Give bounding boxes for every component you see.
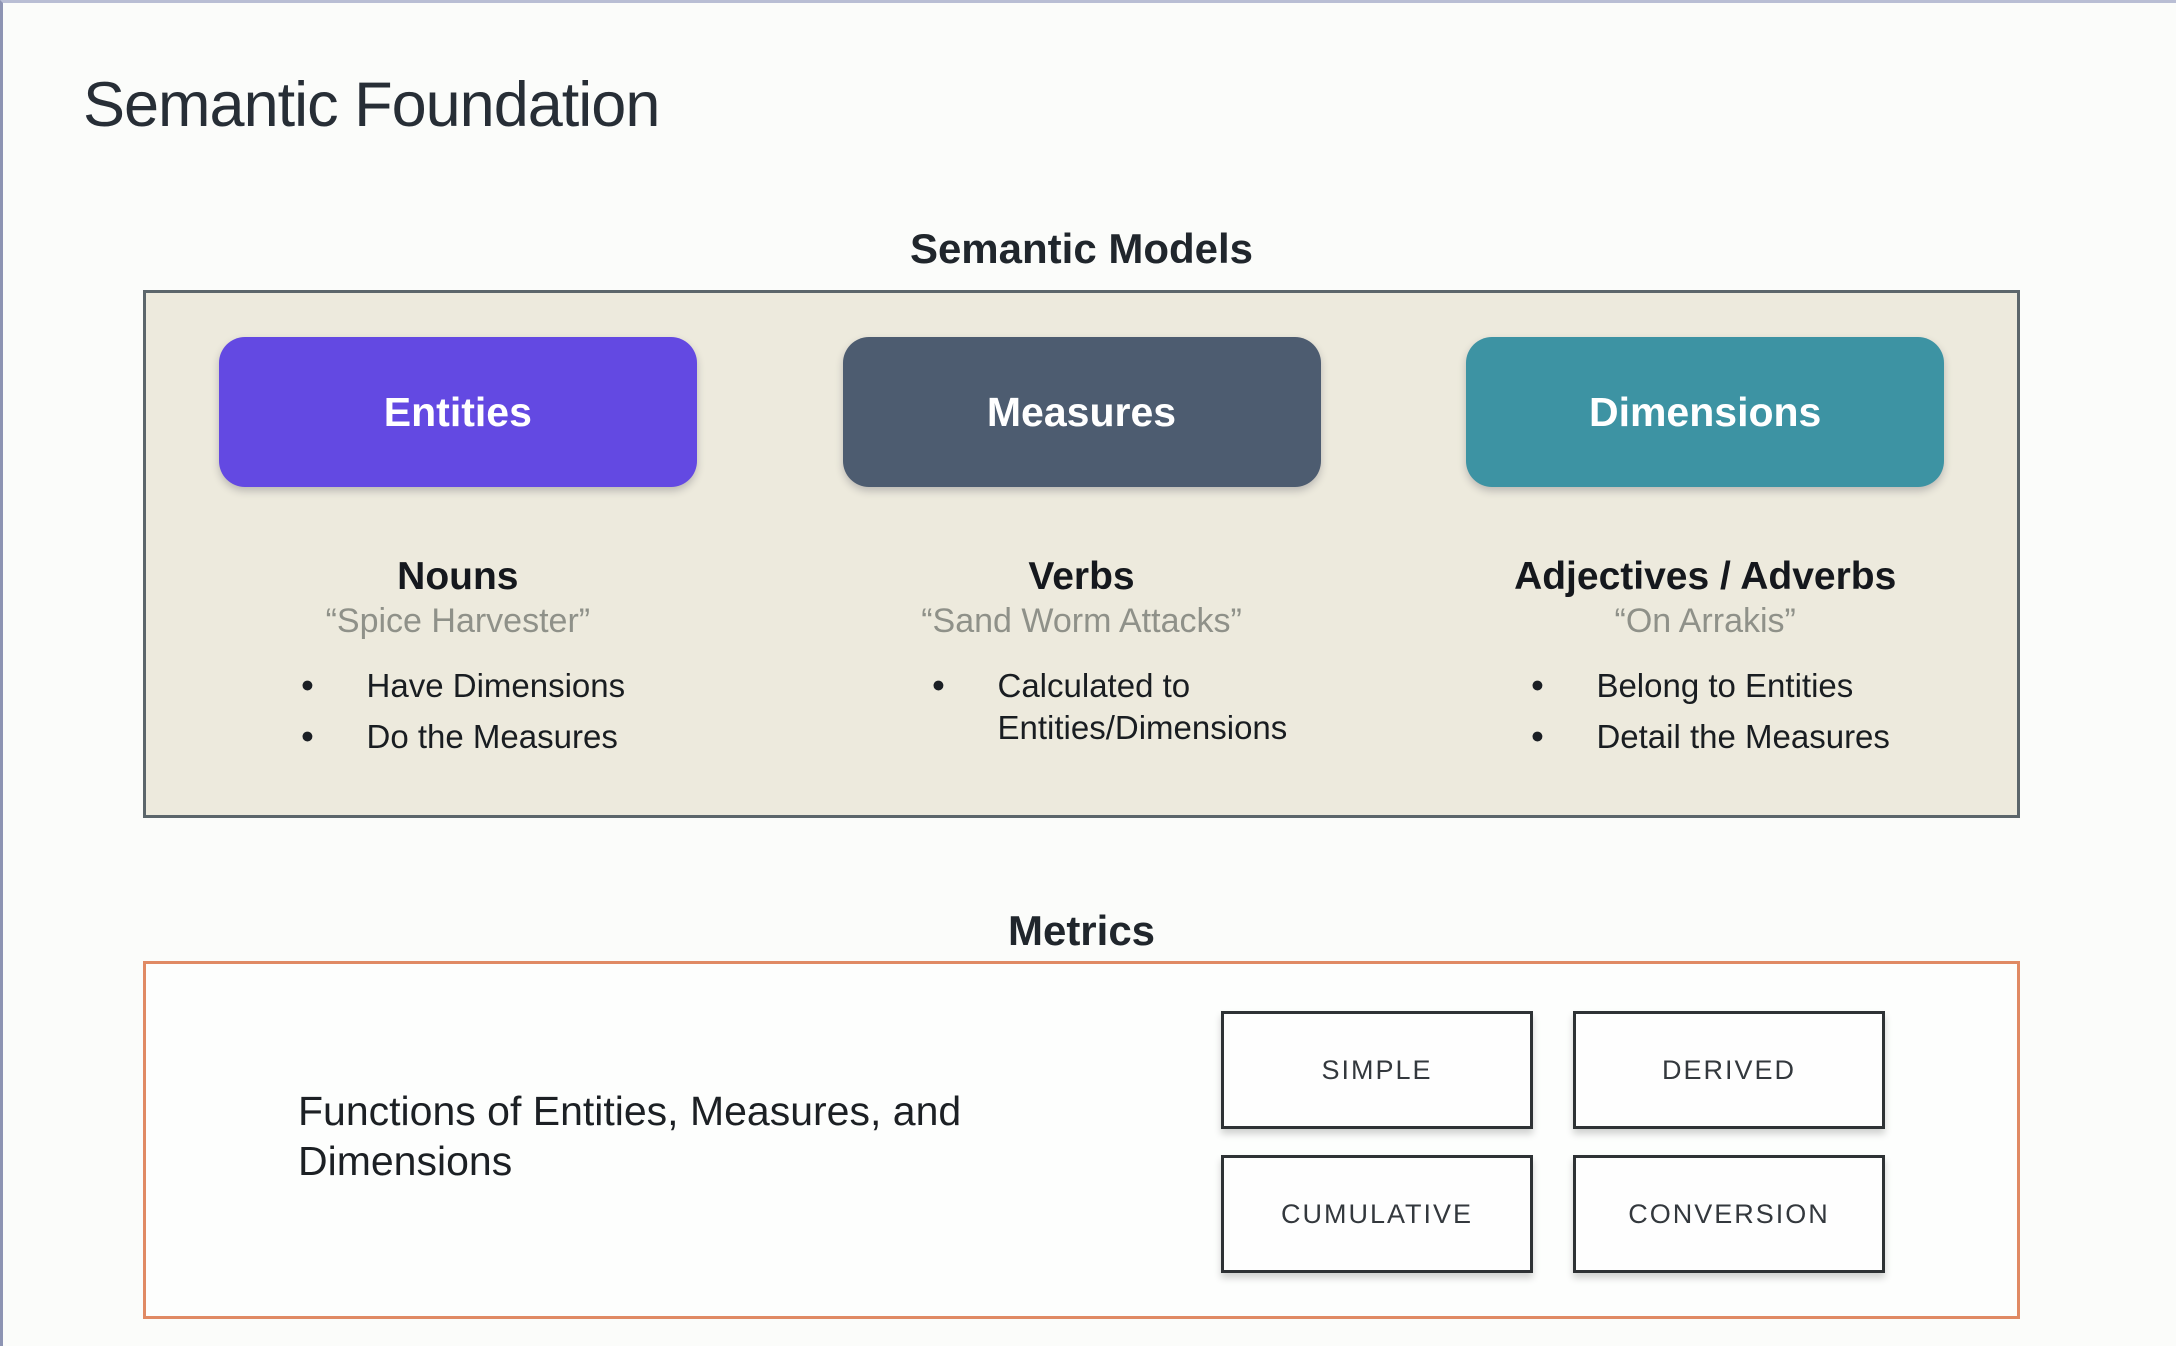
bullet-item: Detail the Measures xyxy=(1520,716,1889,758)
semantic-models-heading: Semantic Models xyxy=(909,225,1254,272)
metric-type-conversion: CONVERSION xyxy=(1573,1155,1885,1273)
metrics-type-grid: SIMPLE DERIVED CUMULATIVE CONVERSION xyxy=(1221,1011,1885,1273)
measures-quote: “Sand Worm Attacks” xyxy=(921,601,1242,640)
measures-subtitle: Verbs xyxy=(1028,555,1135,598)
entities-pill: Entities xyxy=(218,337,697,487)
entities-bullets: Have Dimensions Do the Measures xyxy=(291,665,626,767)
measures-bullets: Calculated to Entities/Dimensions xyxy=(922,665,1288,758)
dimensions-quote: “On Arrakis” xyxy=(1614,601,1796,640)
bullet-item: Do the Measures xyxy=(291,716,626,758)
dimensions-column: Dimensions Adjectives / Adverbs “On Arra… xyxy=(1393,293,2017,815)
bullet-item: Have Dimensions xyxy=(291,665,626,707)
bullet-item: Belong to Entities xyxy=(1520,665,1889,707)
dimensions-pill: Dimensions xyxy=(1466,337,1945,487)
metric-type-simple: SIMPLE xyxy=(1221,1011,1533,1129)
metrics-heading: Metrics xyxy=(1007,907,1156,954)
measures-column: Measures Verbs “Sand Worm Attacks” Calcu… xyxy=(770,293,1394,815)
page-title: Semantic Foundation xyxy=(83,70,660,140)
metrics-description: Functions of Entities, Measures, and Dim… xyxy=(298,1088,962,1185)
entities-subtitle: Nouns xyxy=(397,555,519,598)
entities-quote: “Spice Harvester” xyxy=(325,601,591,640)
dimensions-subtitle: Adjectives / Adverbs xyxy=(1514,555,1897,598)
metrics-panel: Functions of Entities, Measures, and Dim… xyxy=(143,961,2020,1319)
metric-type-cumulative: CUMULATIVE xyxy=(1221,1155,1533,1273)
metric-type-derived: DERIVED xyxy=(1573,1011,1885,1129)
entities-column: Entities Nouns “Spice Harvester” Have Di… xyxy=(146,293,770,815)
bullet-item: Calculated to Entities/Dimensions xyxy=(922,665,1288,749)
semantic-models-panel: Entities Nouns “Spice Harvester” Have Di… xyxy=(143,290,2020,818)
dimensions-bullets: Belong to Entities Detail the Measures xyxy=(1520,665,1889,767)
measures-pill: Measures xyxy=(842,337,1321,487)
